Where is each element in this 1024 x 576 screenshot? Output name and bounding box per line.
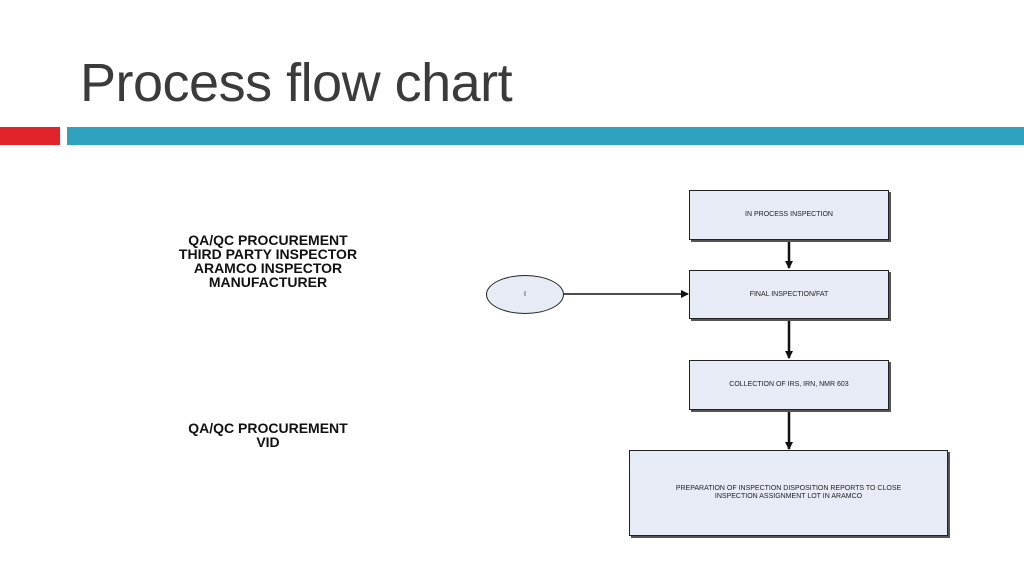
accent-bar-blue	[67, 127, 1024, 145]
role-label: QA/QC PROCUREMENT	[188, 232, 348, 248]
flow-step-label: COLLECTION OF IRS, IRN, NMR 603	[729, 381, 849, 388]
flow-step-label: IN PROCESS INSPECTION	[745, 211, 833, 218]
accent-bar-red	[0, 127, 60, 145]
flow-step-in-process-inspection: IN PROCESS INSPECTION	[689, 190, 889, 240]
flow-step-final-inspection: FINAL INSPECTION/FAT	[689, 270, 889, 319]
role-label: QA/QC PROCUREMENT	[188, 420, 348, 436]
flow-step-label: FINAL INSPECTION/FAT	[749, 290, 829, 298]
role-label: ARAMCO INSPECTOR	[193, 260, 343, 276]
role-label: THIRD PARTY INSPECTOR	[178, 246, 358, 262]
role-group-inspection: QA/QC PROCUREMENT THIRD PARTY INSPECTOR …	[123, 233, 413, 289]
slide-title: Process flow chart	[80, 53, 513, 113]
flow-step-collection: COLLECTION OF IRS, IRN, NMR 603	[689, 360, 889, 410]
role-label: MANUFACTURER	[208, 274, 328, 290]
connector-label: I	[524, 291, 526, 298]
role-group-disposition: QA/QC PROCUREMENT VID	[123, 421, 413, 449]
flow-step-label: PREPARATION OF INSPECTION DISPOSITION RE…	[675, 485, 902, 500]
offpage-connector: I	[486, 275, 564, 314]
flow-step-preparation: PREPARATION OF INSPECTION DISPOSITION RE…	[629, 450, 948, 536]
role-label: VID	[256, 434, 280, 450]
